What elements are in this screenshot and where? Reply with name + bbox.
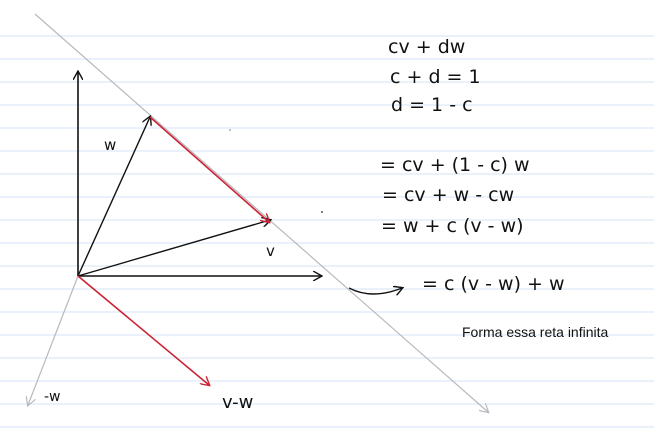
label-v-minus-w: v-w	[222, 392, 253, 413]
label-v: v	[266, 242, 275, 260]
equation-line-1: cv + dw	[388, 36, 465, 58]
equation-line-2: c + d = 1	[390, 66, 481, 88]
equations: cv + dw c + d = 1 d = 1 - c = cv + (1 - …	[380, 36, 565, 295]
equation-line-3: d = 1 - c	[391, 94, 473, 116]
label-w: w	[104, 136, 116, 154]
v-vector	[77, 220, 270, 277]
caption: Forma essa reta infinita	[462, 324, 608, 340]
label-neg-w: -w	[44, 389, 61, 405]
stray-dot	[321, 211, 323, 213]
curved-arrow	[348, 288, 402, 294]
w-vector	[77, 117, 150, 277]
neg-w-vector	[28, 275, 79, 405]
equation-line-6: = w + c (v - w)	[381, 215, 524, 237]
ruled-lines	[0, 35, 654, 428]
equation-line-4: = cv + (1 - c) w	[380, 154, 530, 176]
v-minus-w-segment	[149, 116, 269, 222]
v-minus-w-vector	[77, 275, 209, 385]
stray-dot	[229, 129, 231, 131]
equation-line-7: = c (v - w) + w	[422, 273, 565, 295]
equation-line-5: = cv + w - cw	[382, 184, 514, 206]
